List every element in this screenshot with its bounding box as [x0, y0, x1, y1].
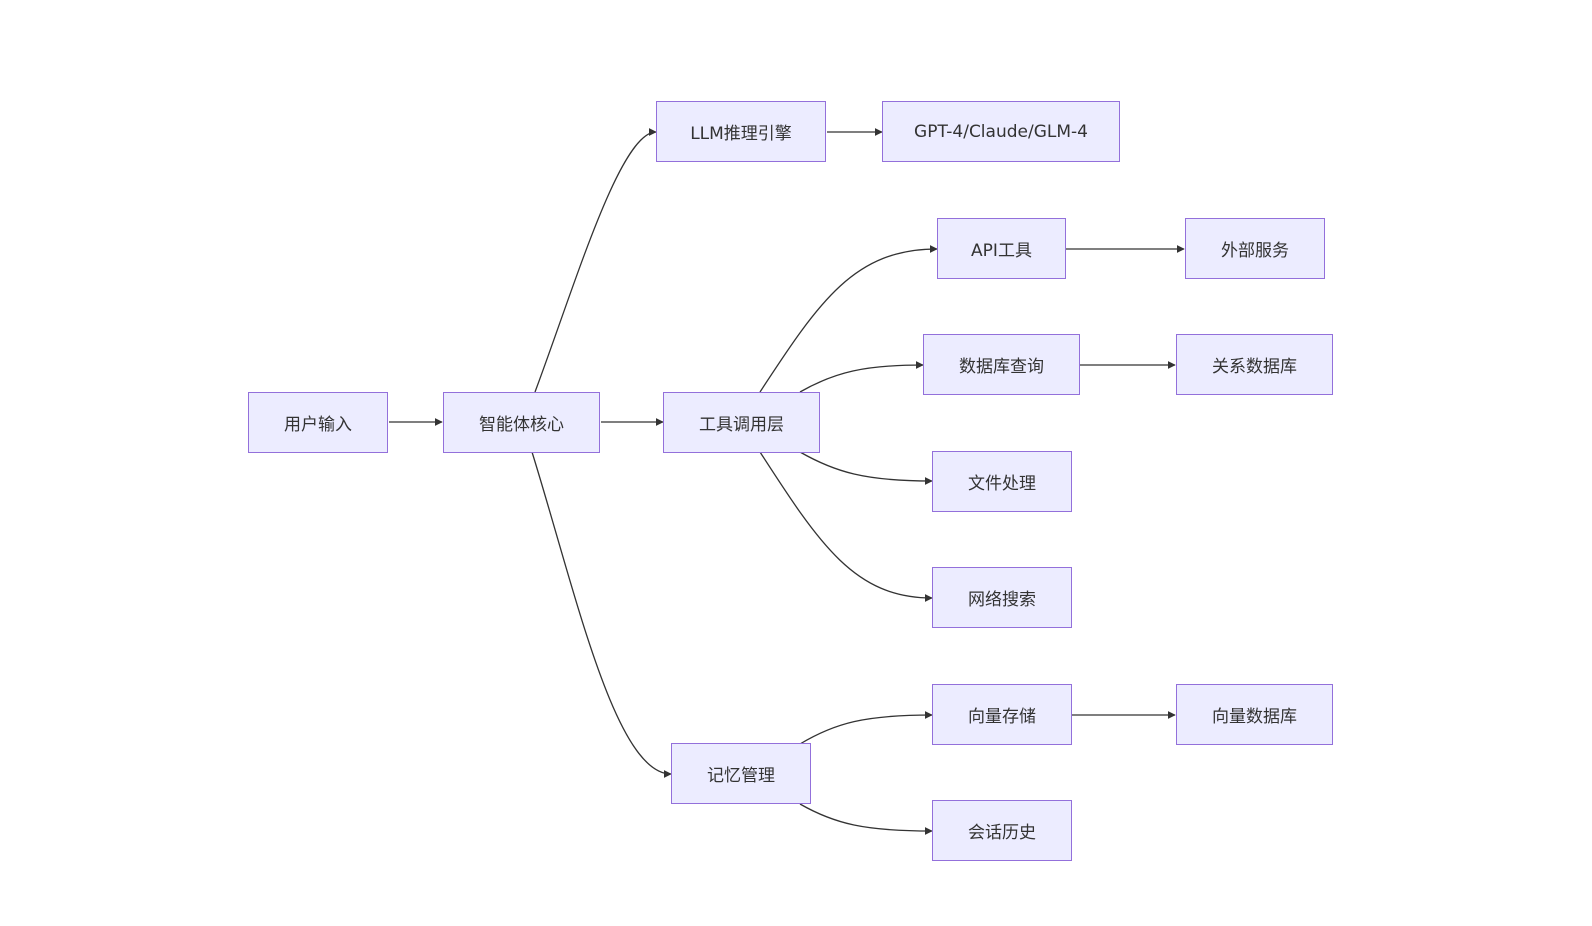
node-models-label: GPT-4/Claude/GLM-4	[914, 121, 1088, 142]
node-web-search-label: 网络搜索	[968, 590, 1036, 610]
node-tool-layer: 工具调用层	[663, 392, 820, 453]
node-vector-storage: 向量存储	[932, 684, 1072, 745]
node-chat-history-label: 会话历史	[968, 823, 1036, 843]
node-file-processing: 文件处理	[932, 451, 1072, 512]
node-memory-mgmt-label: 记忆管理	[707, 766, 775, 786]
node-external-services-label: 外部服务	[1221, 241, 1289, 261]
node-vector-db-label: 向量数据库	[1212, 707, 1297, 727]
edge-agent-core-to-llm-engine	[534, 128, 657, 393]
node-memory-mgmt: 记忆管理	[671, 743, 811, 804]
node-llm-engine: LLM推理引擎	[656, 101, 826, 162]
edge-tool-layer-to-web-search	[759, 451, 933, 602]
edge-memory-mgmt-to-chat-history	[799, 803, 933, 835]
node-vector-storage-label: 向量存储	[968, 707, 1036, 727]
node-agent-core: 智能体核心	[443, 392, 600, 453]
node-db-query: 数据库查询	[923, 334, 1080, 395]
node-agent-core-label: 智能体核心	[479, 415, 564, 435]
node-tool-layer-label: 工具调用层	[699, 415, 784, 435]
node-relational-db: 关系数据库	[1176, 334, 1333, 395]
edge-tool-layer-to-file-processing	[799, 451, 933, 485]
node-db-query-label: 数据库查询	[959, 357, 1044, 377]
edges-layer	[389, 128, 1185, 835]
node-models: GPT-4/Claude/GLM-4	[882, 101, 1120, 162]
node-user-input-label: 用户输入	[284, 415, 352, 435]
edge-tool-layer-to-api-tools	[759, 245, 938, 393]
node-api-tools-label: API工具	[971, 241, 1032, 261]
node-chat-history: 会话历史	[932, 800, 1072, 861]
node-web-search: 网络搜索	[932, 567, 1072, 628]
edge-memory-mgmt-to-vector-storage	[799, 711, 933, 745]
node-relational-db-label: 关系数据库	[1212, 357, 1297, 377]
node-user-input: 用户输入	[248, 392, 388, 453]
node-api-tools: API工具	[937, 218, 1066, 279]
node-external-services: 外部服务	[1185, 218, 1325, 279]
node-file-processing-label: 文件处理	[968, 474, 1036, 494]
edge-agent-core-to-memory-mgmt	[531, 451, 672, 778]
edge-tool-layer-to-db-query	[799, 361, 924, 393]
node-vector-db: 向量数据库	[1176, 684, 1333, 745]
node-llm-engine-label: LLM推理引擎	[690, 124, 792, 144]
